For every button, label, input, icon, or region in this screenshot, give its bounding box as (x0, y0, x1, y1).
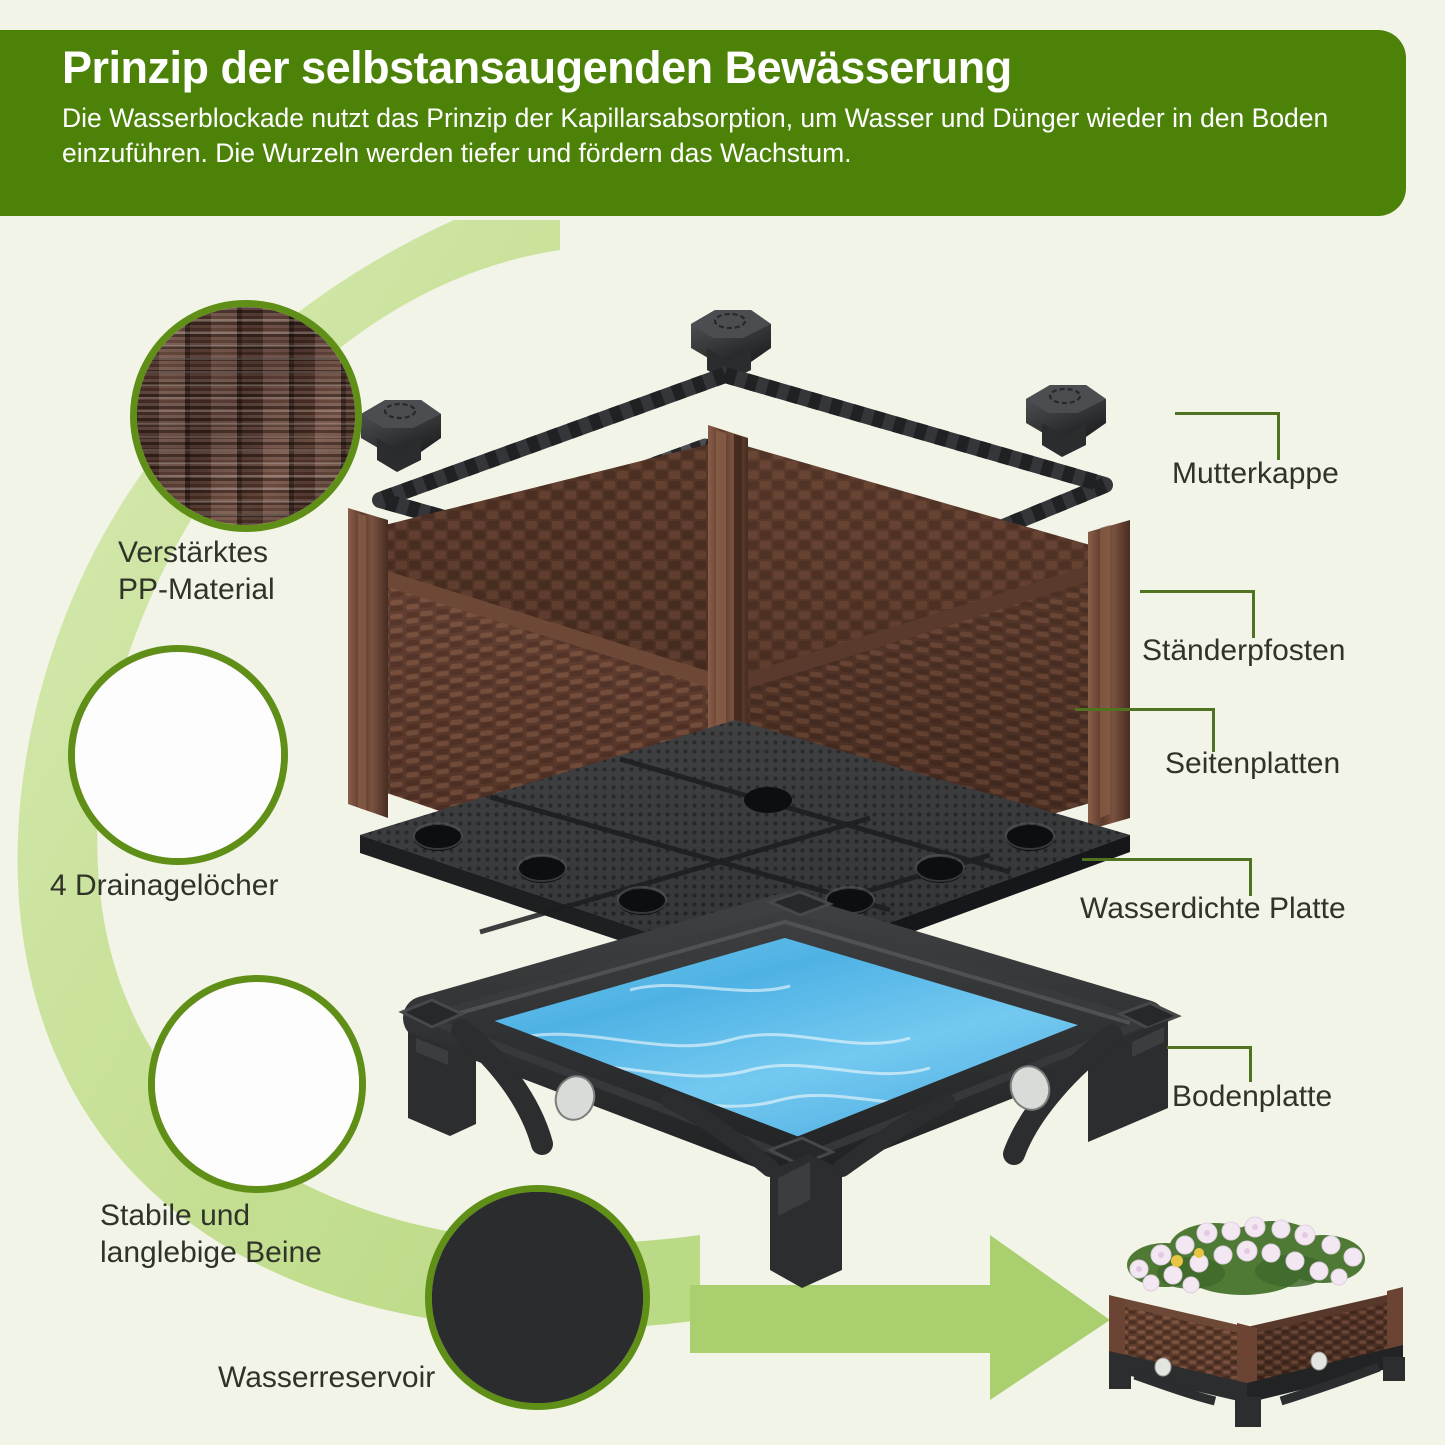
inset-label-pp-material-line2: PP-Material (118, 572, 275, 606)
inset-reservoir (425, 1185, 650, 1410)
inset-label-drainage: 4 Drainagelöcher (50, 868, 278, 905)
page-title: Prinzip der selbstansaugenden Bewässerun… (62, 42, 1012, 93)
inset-label-legs: Stabile und langlebige Beine (100, 1198, 322, 1271)
fertiges-hochbeet (1109, 1216, 1405, 1427)
process-arrow (690, 1235, 1110, 1400)
inset-legs (148, 975, 366, 1193)
inset-drainage (68, 645, 288, 865)
inset-pp-material (130, 300, 362, 532)
callout-label-bodenplatte: Bodenplatte (1172, 1080, 1333, 1113)
inset-label-legs-line1: Stabile und (100, 1199, 251, 1232)
inset-label-reservoir: Wasserreservoir (218, 1360, 435, 1397)
flower-foliage (1127, 1216, 1365, 1295)
leader-line-bodenplatte (1167, 1046, 1252, 1082)
inset-label-legs-line2: langlebige Beine (100, 1235, 322, 1269)
callout-label-mutterkappe: Mutterkappe (1172, 457, 1339, 490)
wicker-weave-texture-icon (137, 307, 355, 525)
inset-label-drainage-line1: 4 Drainagelöcher (50, 869, 279, 902)
callout-label-staenderpfosten: Ständerpfosten (1142, 634, 1346, 667)
header-banner: Prinzip der selbstansaugenden Bewässerun… (0, 30, 1406, 216)
exploded-planter-diagram (348, 310, 1182, 1288)
inset-label-pp-material: Verstärktes PP-Material (118, 535, 275, 608)
inset-label-reservoir-line1: Wasserreservoir (218, 1361, 436, 1394)
page-subtitle: Die Wasserblockade nutzt das Prinzip der… (62, 103, 1329, 169)
callout-label-wasserdichte-platte: Wasserdichte Platte (1080, 892, 1346, 925)
leader-line-mutterkappe (1175, 412, 1280, 460)
callout-label-seitenplatten: Seitenplatten (1165, 747, 1341, 780)
leader-line-wasserdichte-platte (1082, 858, 1252, 896)
leader-line-staenderpfosten (1140, 590, 1255, 638)
inset-label-pp-material-line1: Verstärktes (118, 536, 269, 569)
leader-line-seitenplatten (1075, 708, 1215, 752)
